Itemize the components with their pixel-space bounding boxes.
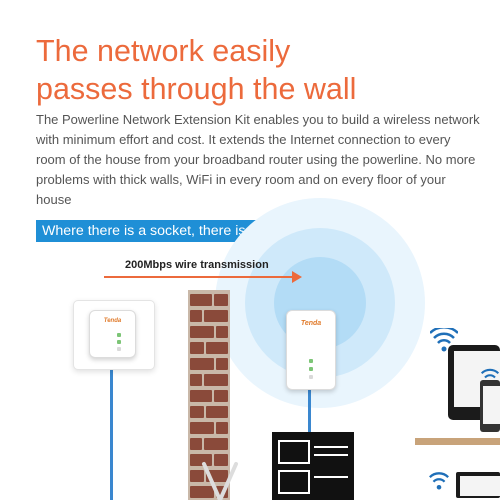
computer-panel xyxy=(278,440,310,464)
brick xyxy=(190,326,214,338)
transmission-label: 200Mbps wire transmission xyxy=(125,259,269,271)
brick xyxy=(214,390,228,402)
brick xyxy=(190,454,212,466)
adapter-brand-logo: Tenda xyxy=(103,318,122,324)
computer-line xyxy=(314,446,348,448)
brick xyxy=(214,454,228,466)
transmission-arrow-icon xyxy=(292,271,302,283)
brick xyxy=(190,390,212,402)
adapter-led-icon xyxy=(309,367,313,371)
brick xyxy=(190,438,202,450)
brick xyxy=(214,294,228,306)
brick xyxy=(190,358,214,370)
computer-line xyxy=(314,454,348,456)
adapter-led-icon xyxy=(117,333,121,337)
brick xyxy=(190,310,202,322)
wifi-icon xyxy=(429,472,449,490)
left-ethernet-cable xyxy=(110,356,113,500)
laptop-icon xyxy=(456,472,500,498)
brick xyxy=(204,310,228,322)
powerline-adapter-right: Tenda xyxy=(286,310,336,390)
router-antenna-icon xyxy=(202,462,238,500)
headline: The network easily passes through the wa… xyxy=(36,32,476,108)
brick xyxy=(190,470,204,482)
powerline-adapter-left: Tenda xyxy=(89,310,136,358)
adapter-led-icon xyxy=(117,347,121,351)
adapter-led-icon xyxy=(309,375,313,379)
smartphone-screen xyxy=(483,386,500,424)
wifi-icon xyxy=(430,328,458,352)
brick xyxy=(206,342,228,354)
computer-line xyxy=(314,476,348,478)
brick xyxy=(204,438,228,450)
right-ethernet-cable xyxy=(308,388,311,432)
computer-panel xyxy=(278,470,310,494)
brick xyxy=(216,326,228,338)
brick xyxy=(190,486,214,498)
desktop-computer xyxy=(272,432,354,500)
brick xyxy=(190,406,204,418)
adapter-brand-logo: Tenda xyxy=(300,320,322,327)
brick xyxy=(216,358,228,370)
brick xyxy=(190,342,204,354)
headline-line-2: passes through the wall xyxy=(36,72,357,106)
transmission-arrow-line xyxy=(104,276,294,278)
brick xyxy=(190,374,202,386)
headline-line-1: The network easily xyxy=(36,34,291,68)
brick-wall xyxy=(188,290,230,500)
adapter-led-icon xyxy=(117,340,121,344)
description-text: The Powerline Network Extension Kit enab… xyxy=(36,112,480,207)
brick xyxy=(206,406,228,418)
wooden-shelf xyxy=(415,438,500,445)
smartphone-device xyxy=(480,380,500,432)
brick xyxy=(204,374,228,386)
brick xyxy=(190,422,214,434)
brick xyxy=(190,294,212,306)
brick xyxy=(216,422,228,434)
adapter-led-icon xyxy=(309,359,313,363)
